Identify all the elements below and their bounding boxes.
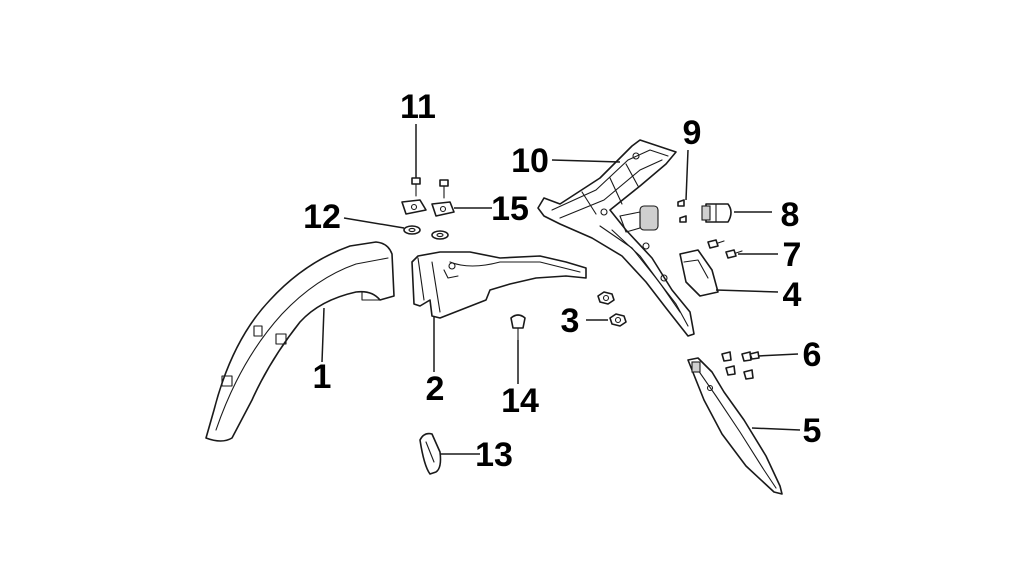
- part-6-screws: [721, 351, 760, 380]
- callout-11: 11: [400, 88, 436, 126]
- callout-13: 13: [475, 436, 513, 474]
- part-1-rear-fender-panel: [205, 241, 395, 442]
- leader-10: [551, 159, 621, 163]
- leader-6: [757, 353, 799, 357]
- leader-1: [321, 307, 325, 363]
- callout-7: 7: [783, 236, 802, 274]
- part-5-mudguard-blade: [687, 357, 783, 495]
- part-4-cover-plate: [679, 249, 719, 297]
- part-10-bracket-frame: [537, 139, 695, 337]
- part-11-bolts: [411, 177, 449, 199]
- callout-14: 14: [501, 382, 539, 420]
- leader-4: [715, 289, 779, 293]
- part-13-clip: [419, 432, 442, 475]
- part-12-grommets: [403, 225, 449, 240]
- part-9-screws: [677, 199, 687, 223]
- callout-3: 3: [561, 302, 580, 340]
- callout-15: 15: [491, 190, 529, 228]
- callout-6: 6: [803, 336, 822, 374]
- callout-10: 10: [511, 142, 549, 180]
- leader-5: [751, 427, 801, 431]
- callout-4: 4: [783, 276, 802, 314]
- callout-2: 2: [426, 370, 445, 408]
- callout-labels: 1 2 3 4 5 6 7 8 9 10 11 12 13 14 15: [303, 88, 821, 474]
- leader-12: [343, 217, 405, 229]
- part-15-clip-nuts: [401, 199, 455, 217]
- part-8-reflector: [701, 203, 732, 223]
- part-7-screws: [707, 239, 743, 259]
- callout-1: 1: [313, 358, 332, 396]
- callout-8: 8: [781, 196, 800, 234]
- leader-lines: [321, 124, 801, 455]
- part-3-nuts: [597, 291, 627, 327]
- leader-9: [685, 149, 689, 201]
- callout-12: 12: [303, 198, 341, 236]
- callout-9: 9: [683, 114, 702, 152]
- callout-5: 5: [803, 412, 822, 450]
- part-14-push-clip: [510, 314, 526, 341]
- part-2-inner-splash-guard: [411, 251, 587, 319]
